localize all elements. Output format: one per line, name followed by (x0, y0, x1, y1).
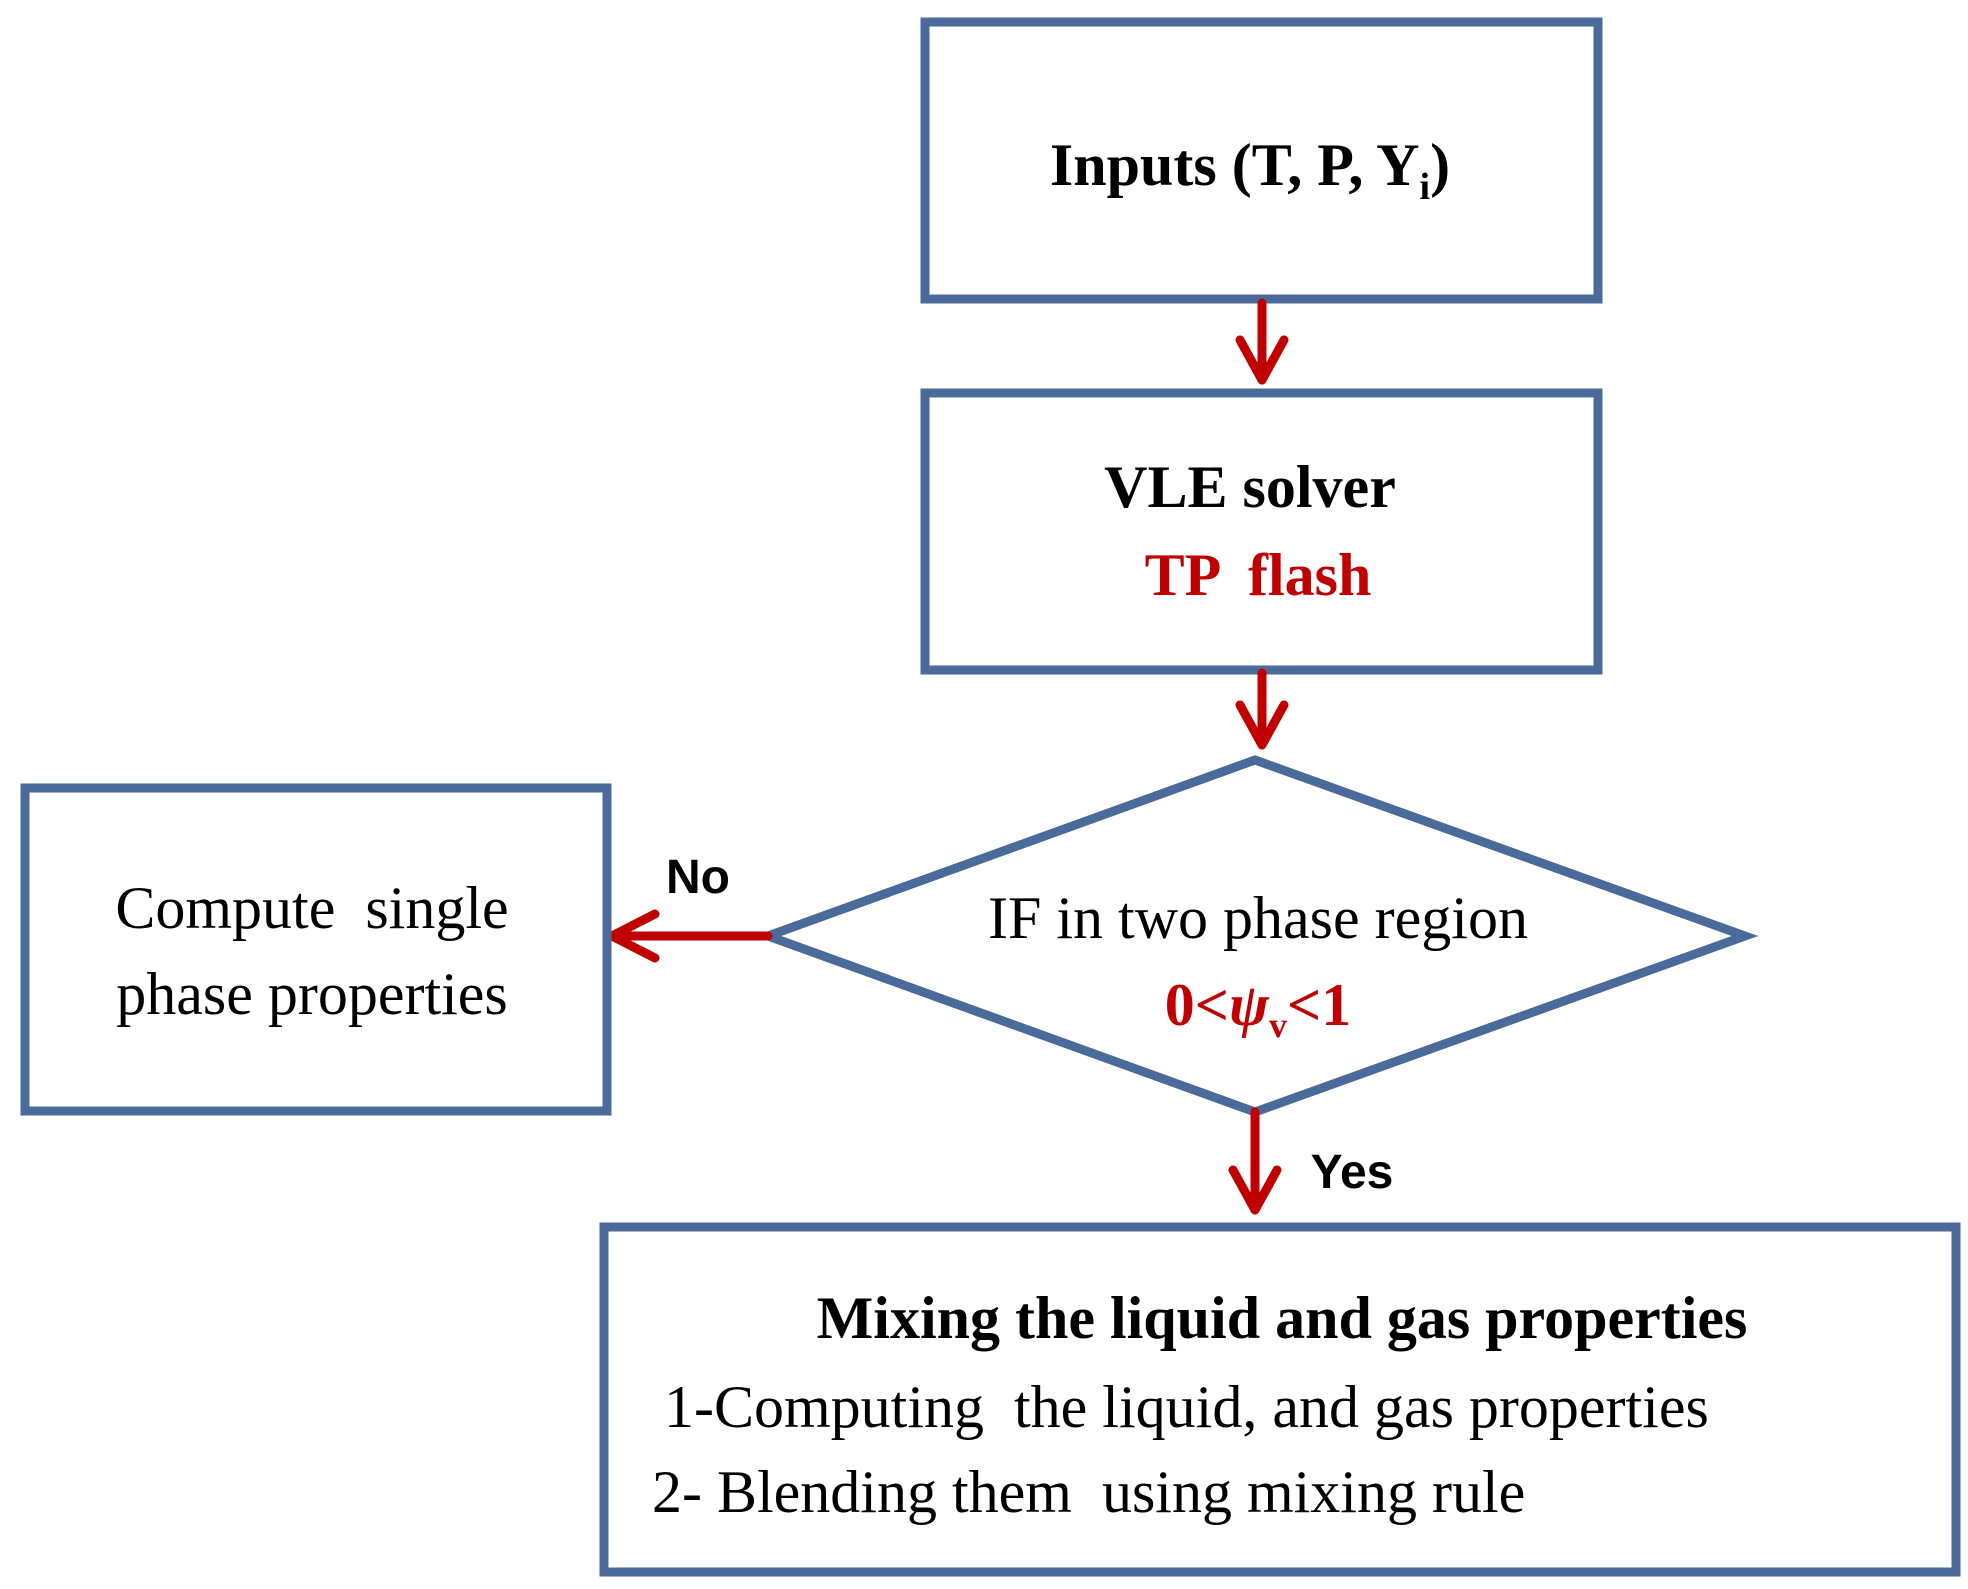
yes-label: Yes (1311, 1146, 1394, 1199)
arrow-no (607, 909, 773, 963)
decision-condition-subscript: v (1269, 1005, 1287, 1045)
single-phase-box (20, 783, 612, 1116)
vle-title: VLE solver (1104, 454, 1396, 520)
single-phase-line2: phase properties (116, 961, 508, 1027)
arrow-vle-to-decision (1235, 668, 1289, 750)
mixing-step-2: 2- Blending them using mixing rule (652, 1459, 1525, 1525)
single-phase-line1: Compute single (115, 875, 508, 941)
vle-node: VLE solver TP flash (920, 388, 1603, 675)
vle-box (920, 388, 1603, 675)
inputs-label: Inputs (T, P, Yi) (1050, 132, 1450, 208)
mixing-title: Mixing the liquid and gas properties (817, 1285, 1748, 1351)
decision-question: IF in two phase region (988, 885, 1528, 951)
arrow-yes (1228, 1107, 1282, 1215)
decision-condition-symbol: ψ (1229, 972, 1270, 1038)
mixing-node: Mixing the liquid and gas properties 1-C… (599, 1222, 1961, 1577)
vle-subtitle: TP flash (1145, 542, 1372, 608)
inputs-node: Inputs (T, P, Yi) (920, 17, 1603, 304)
decision-condition-prefix: 0< (1165, 972, 1229, 1038)
arrow-inputs-to-vle (1235, 298, 1289, 385)
no-label: No (666, 851, 730, 904)
inputs-label-main: Inputs (T, P, Y (1050, 132, 1420, 198)
inputs-label-subscript: i (1420, 166, 1431, 208)
mixing-step-1: 1-Computing the liquid, and gas properti… (664, 1374, 1709, 1440)
inputs-label-close: ) (1430, 132, 1450, 198)
single-phase-node: Compute single phase properties (20, 783, 612, 1116)
mixing-box (599, 1222, 1961, 1577)
decision-condition: 0<ψv<1 (1165, 972, 1351, 1045)
decision-node: IF in two phase region 0<ψv<1 (754, 755, 1759, 1117)
decision-condition-suffix: <1 (1287, 972, 1351, 1038)
